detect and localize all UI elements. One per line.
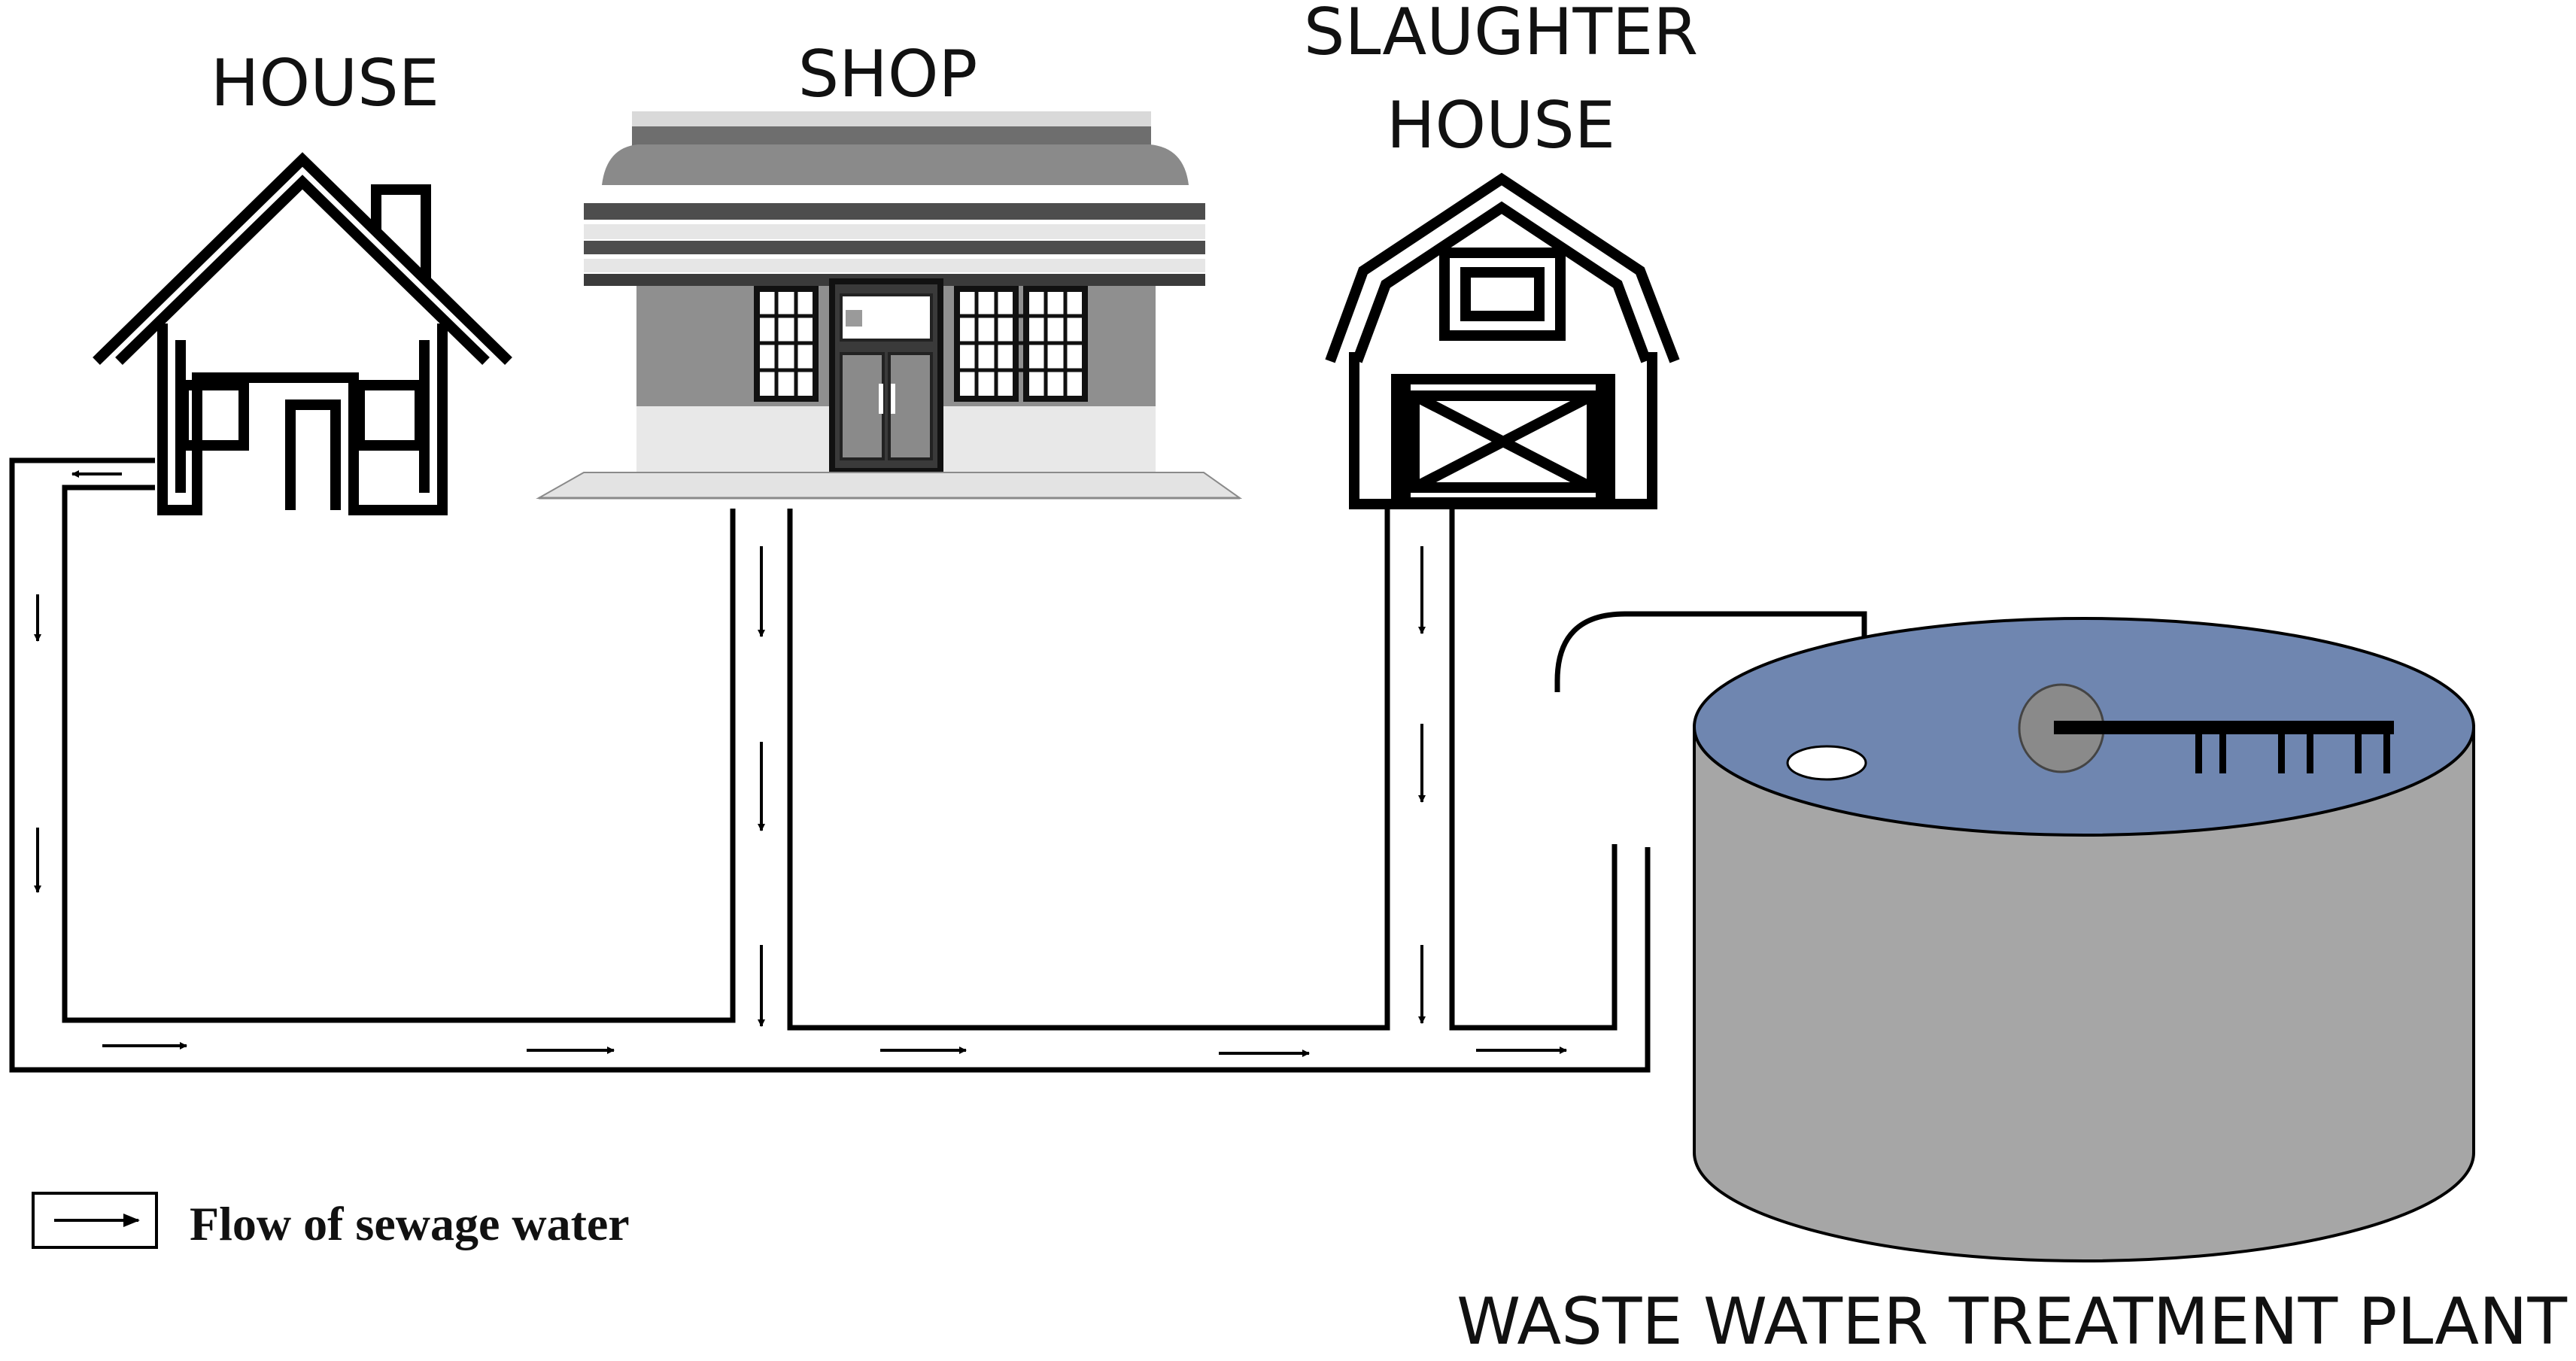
main-pipe: [1645, 847, 1651, 1073]
shop-pipe: [787, 509, 1390, 1031]
house-pipe: [9, 457, 1645, 1073]
legend-label: Flow of sewage water: [190, 1197, 630, 1250]
slaughter-house-label-line2: HOUSE: [1387, 88, 1615, 163]
barn-icon: [1325, 172, 1680, 509]
slaughter-house-pipe: [1449, 509, 1618, 1031]
house-icon: [93, 152, 512, 515]
shop-label: SHOP: [798, 37, 978, 112]
legend: Flow of sewage water: [32, 1192, 630, 1250]
plant-label: WASTE WATER TREATMENT PLANT: [1457, 1284, 2567, 1359]
house-label: HOUSE: [211, 46, 439, 121]
flow-arrows: [34, 470, 1567, 1057]
slaughter-house-label-line1: SLAUGHTER: [1304, 0, 1698, 70]
inlet-pipe: [1554, 611, 1867, 755]
treatment-tank-icon: [1693, 617, 2475, 1262]
shop-icon: [536, 111, 1243, 500]
